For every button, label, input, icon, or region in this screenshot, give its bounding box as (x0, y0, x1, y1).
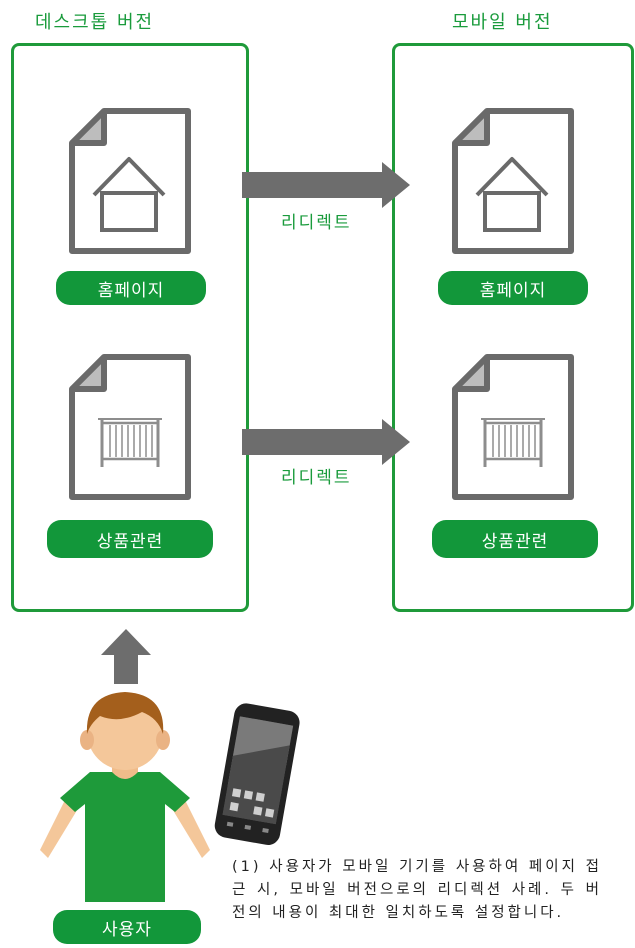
desktop-home-label: 홈페이지 (56, 271, 206, 305)
desktop-version-heading: 데스크톱 버전 (35, 12, 155, 33)
mobile-panel (392, 43, 634, 612)
user-label: 사용자 (53, 910, 201, 944)
figure-caption: (1) 사용자가 모바일 기기를 사용하여 페이지 접근 시, 모바일 버전으로… (232, 859, 602, 921)
person-icon (40, 692, 210, 902)
redirect-label-top: 리디렉트 (281, 213, 352, 233)
mobile-home-label: 홈페이지 (438, 271, 588, 305)
desktop-panel (11, 43, 249, 612)
mobile-version-heading: 모바일 버전 (452, 12, 553, 33)
redirect-arrow-top (242, 162, 410, 208)
mobile-product-label: 상품관련 (432, 520, 598, 558)
redirect-label-bottom: 리디렉트 (281, 468, 352, 488)
house-icon (475, 157, 549, 232)
redirect-arrow-bottom (242, 419, 410, 465)
crib-icon (481, 418, 545, 467)
up-arrow (101, 629, 151, 684)
smartphone-icon (214, 703, 300, 845)
desktop-product-document-icon (69, 354, 191, 500)
desktop-home-document-icon (69, 108, 191, 254)
house-icon (92, 157, 166, 232)
mobile-home-document-icon (452, 108, 574, 254)
mobile-product-document-icon (452, 354, 574, 500)
desktop-product-label: 상품관련 (47, 520, 213, 558)
crib-icon (98, 418, 162, 467)
